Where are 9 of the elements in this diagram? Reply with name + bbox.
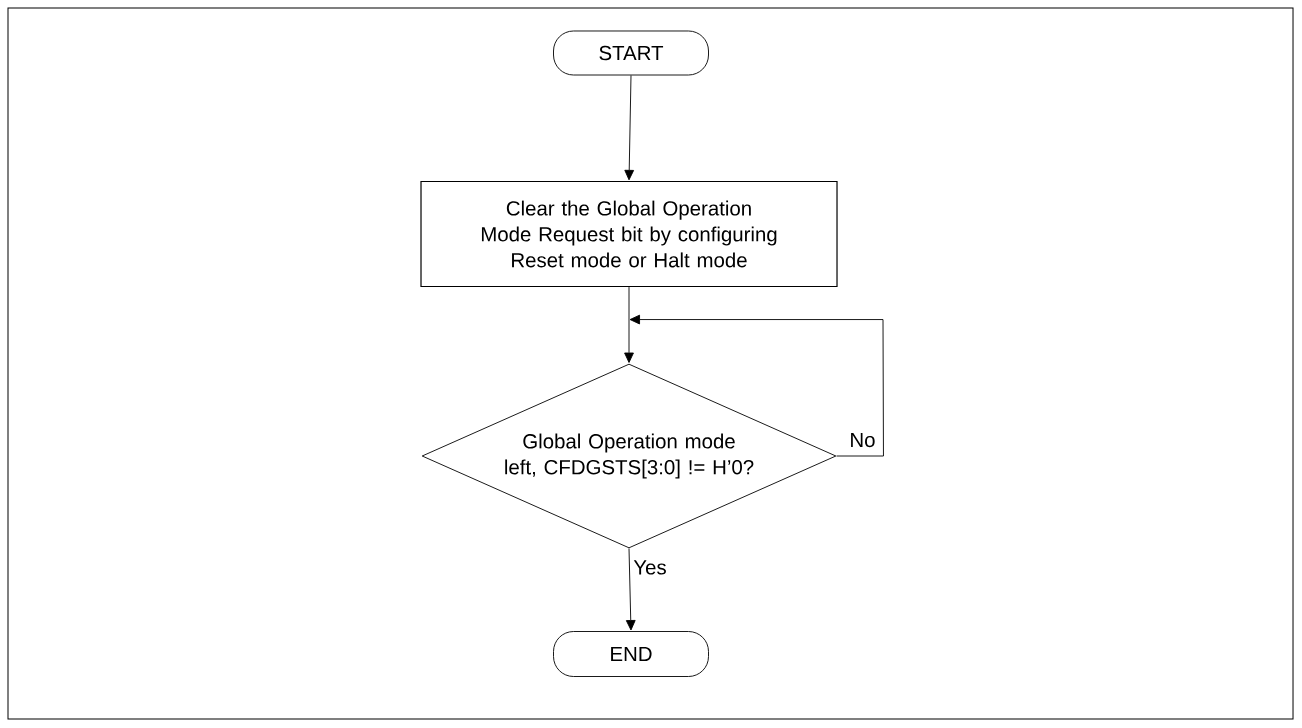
process-box: Clear the Global Operation Mode Request bit by configuring Reset mode or Halt mode [420, 180, 838, 288]
terminal-box: END [553, 631, 709, 677]
arrow [624, 75, 635, 181]
edge-label: No [848, 431, 877, 449]
arrow [624, 286, 634, 363]
terminal-box: START [553, 30, 709, 76]
arrow [625, 548, 636, 631]
edge-label: Yes [632, 559, 668, 576]
arrow [629, 314, 884, 457]
